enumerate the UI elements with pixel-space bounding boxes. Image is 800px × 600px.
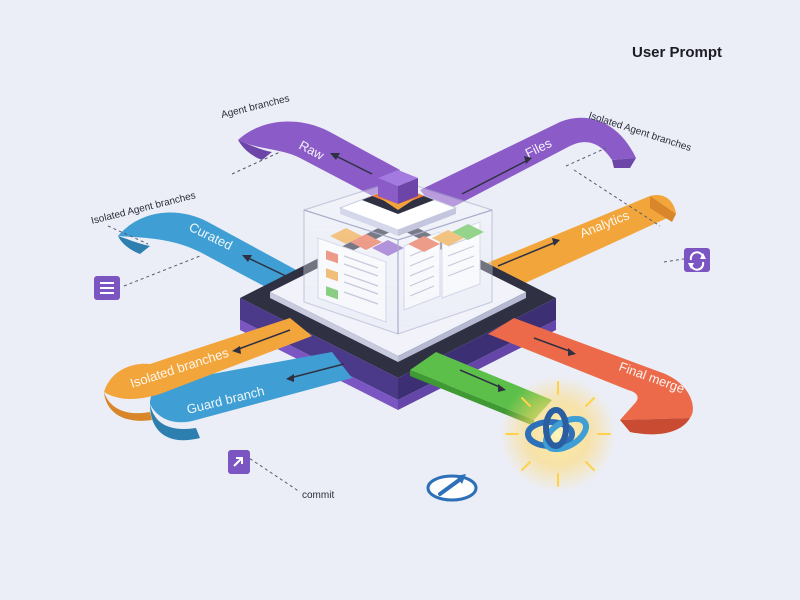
link-icon <box>228 450 250 474</box>
ribbon-files: Files <box>420 117 636 214</box>
ribbon-guard-branch: Guard branch <box>150 352 352 441</box>
refresh-icon <box>684 248 710 272</box>
ribbon-raw: Raw <box>238 121 400 200</box>
share-arrow-icon <box>426 474 478 502</box>
annotation-top-left: Agent branches <box>220 93 291 121</box>
page-title: User Prompt <box>632 44 723 61</box>
annotation-bottom: commit <box>302 490 334 501</box>
merge-knot-icon <box>525 407 589 453</box>
list-icon <box>94 276 120 300</box>
ribbon-curated: Curated <box>118 212 300 300</box>
merge-node <box>500 376 616 492</box>
top-stack <box>338 170 458 236</box>
